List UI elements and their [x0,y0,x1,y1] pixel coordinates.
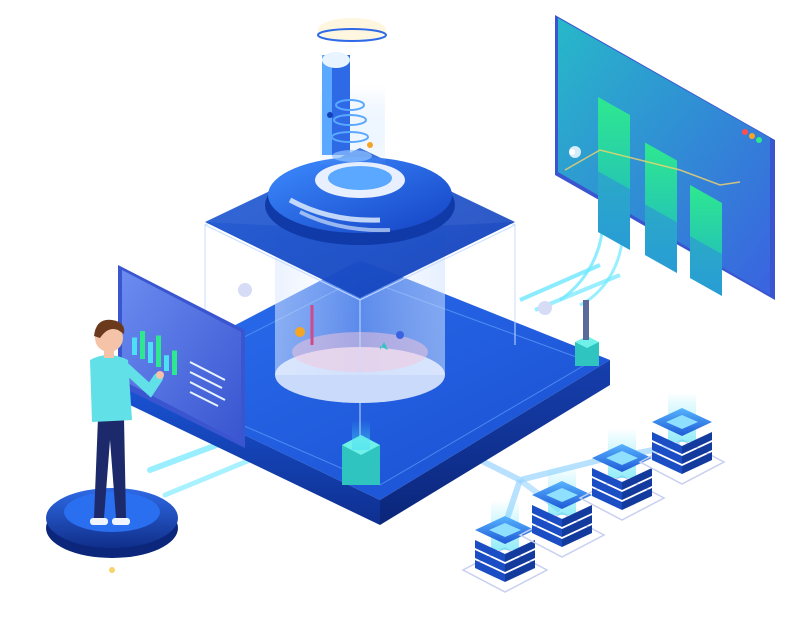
panel-text-lines [189,361,226,407]
stack-side-left [652,452,682,474]
stack-side-right [562,515,592,537]
stack-side-left [652,442,682,464]
panel-bars [132,331,177,375]
stack-side-right [622,478,652,500]
stack-side-right [562,525,592,547]
stack-side-right [562,505,592,527]
server-stack [518,465,606,558]
stack-side-right [682,432,712,454]
stack-top-light [489,523,521,537]
stack-side-left [592,478,622,500]
server-stack [578,428,666,521]
light-beam [317,18,387,165]
floating-orbs [238,149,575,315]
dashboard-bar-shade [690,236,722,296]
window-dot [756,137,762,143]
dashboard-bars [598,97,722,296]
stack-side-left [532,515,562,537]
stack-side-left [475,540,505,562]
stack-side-right [505,550,535,572]
stack-side-right [505,560,535,582]
stack-side-right [505,540,535,562]
stack-side-left [475,550,505,572]
window-dots [742,129,762,143]
base-pillars [342,300,599,485]
user-platform [46,488,178,573]
window-dot [749,133,755,139]
server-stack [638,392,726,485]
panel-bar [164,355,169,371]
stack-side-right [682,442,712,464]
dashboard-bar-shade [645,204,677,273]
person-figure [90,319,164,525]
dashboard-screen [555,15,775,300]
stack-side-left [532,505,562,527]
panel-bar [156,335,161,367]
stack-top-light [606,451,638,465]
stack-side-left [532,525,562,547]
server-stack [461,500,549,593]
stack-side-right [622,488,652,510]
top-dome [265,157,455,245]
panel-bar [148,342,153,363]
stack-side-right [682,452,712,474]
panel-bar [172,350,177,375]
panel-bar [140,331,145,359]
stack-top-light [546,488,578,502]
window-dot [742,129,748,135]
touch-panel [118,265,245,448]
stack-side-left [475,560,505,582]
stack-top-light [666,415,698,429]
dashboard-bar-shade [598,171,630,250]
server-stacks [461,392,726,593]
stack-side-left [592,468,622,490]
stack-side-left [592,488,622,510]
panel-bar [132,337,137,355]
stack-side-left [652,432,682,454]
stack-side-right [622,468,652,490]
